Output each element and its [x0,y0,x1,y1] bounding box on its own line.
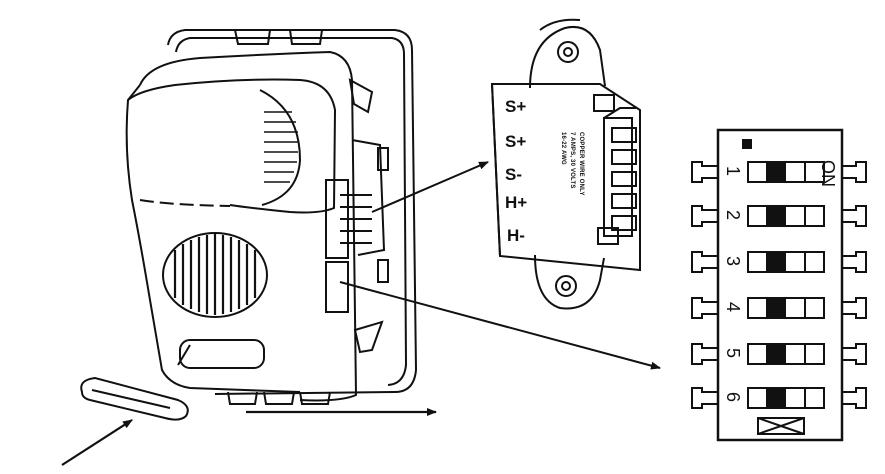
terminal-label: H+ [505,193,527,212]
switch-row: 1 [691,161,867,183]
terminal-labels: S+ S+ S- H+ H- [505,97,527,245]
switch-row: 5 [691,343,867,365]
switch-number: 3 [723,256,743,266]
switch-row: 6 [691,387,867,409]
wire-note-line: 7 AMPS, 30 VOLTS [569,132,575,189]
terminal-pins [611,127,637,231]
pointer-arrow-dipswitch [339,281,661,370]
pointer-arrow-tab [61,419,133,466]
terminal-label: S+ [505,97,526,116]
terminal-label: S- [505,165,522,184]
switch-number: 4 [723,302,743,312]
pointer-arrow-terminal [371,161,489,213]
removable-tab [80,376,189,421]
wire-note-line: COPPER WIRE ONLY [578,132,584,196]
crossed-box-icon [757,417,805,435]
switch-row: 3 [691,251,867,273]
switch-number: 5 [723,348,743,358]
switch-number: 1 [723,166,743,176]
side-vent [264,111,298,183]
terminal-block [490,18,641,310]
dip-switch-corner-mark [742,139,752,149]
device-housing [125,29,418,405]
wire-note-line: 16-22 AWG [560,132,566,165]
switch-number: 6 [723,392,743,402]
terminal-label: H- [507,226,525,245]
dip-switch: ON 1 2 3 [691,128,867,442]
switch-row: 2 [691,205,867,227]
device-connector-pins [340,194,372,244]
switch-number: 2 [723,210,743,220]
dip-switch-body [716,128,844,442]
speaker-grille [173,234,257,315]
terminal-label: S+ [505,132,526,151]
switch-row: 4 [691,297,867,319]
wire-note: COPPER WIRE ONLY 7 AMPS, 30 VOLTS 16-22 … [560,132,584,196]
